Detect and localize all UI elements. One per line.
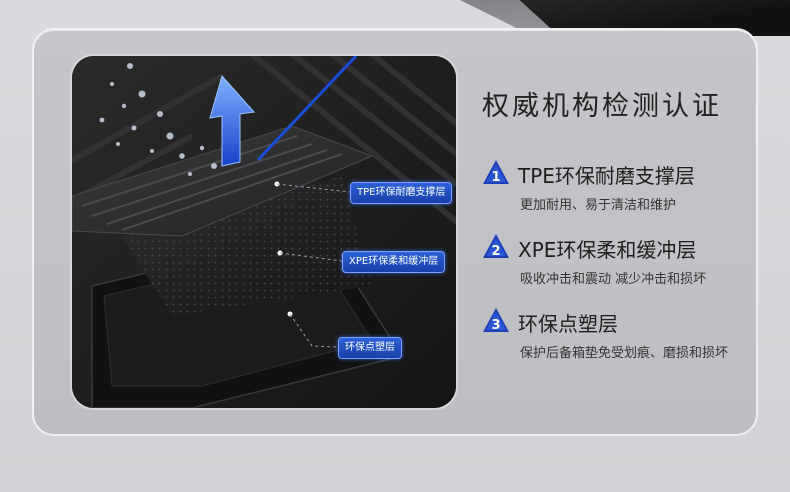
product-photo	[72, 56, 456, 408]
svg-text:3: 3	[491, 318, 500, 333]
upward-arrow	[209, 74, 255, 167]
feature-1-desc: 更加耐用、易于清洁和维护	[520, 198, 677, 213]
feature-3-title: 环保点塑层	[518, 312, 618, 336]
number-1-icon: 1	[483, 160, 509, 185]
feature-3-desc: 保护后备箱垫免受划痕、磨损和损坏	[520, 346, 729, 361]
tpe-layer-tag: TPE环保耐磨支撑层	[350, 182, 453, 204]
section-heading: 权威机构检测认证	[482, 91, 722, 122]
plastic-layer-tag: 环保点塑层	[338, 337, 402, 359]
feature-1-title: TPE环保耐磨支撑层	[518, 164, 695, 188]
number-2-icon: 2	[483, 234, 509, 259]
tpe-layer	[72, 125, 374, 237]
xpe-layer-tag: XPE环保柔和缓冲层	[342, 251, 446, 273]
number-3-icon: 3	[483, 308, 509, 333]
mat-layers-illustration	[72, 56, 456, 408]
svg-text:2: 2	[491, 244, 500, 259]
svg-text:1: 1	[491, 170, 500, 185]
feature-2-title: XPE环保柔和缓冲层	[518, 238, 697, 262]
feature-2-desc: 吸收冲击和震动 减少冲击和损坏	[520, 272, 707, 287]
